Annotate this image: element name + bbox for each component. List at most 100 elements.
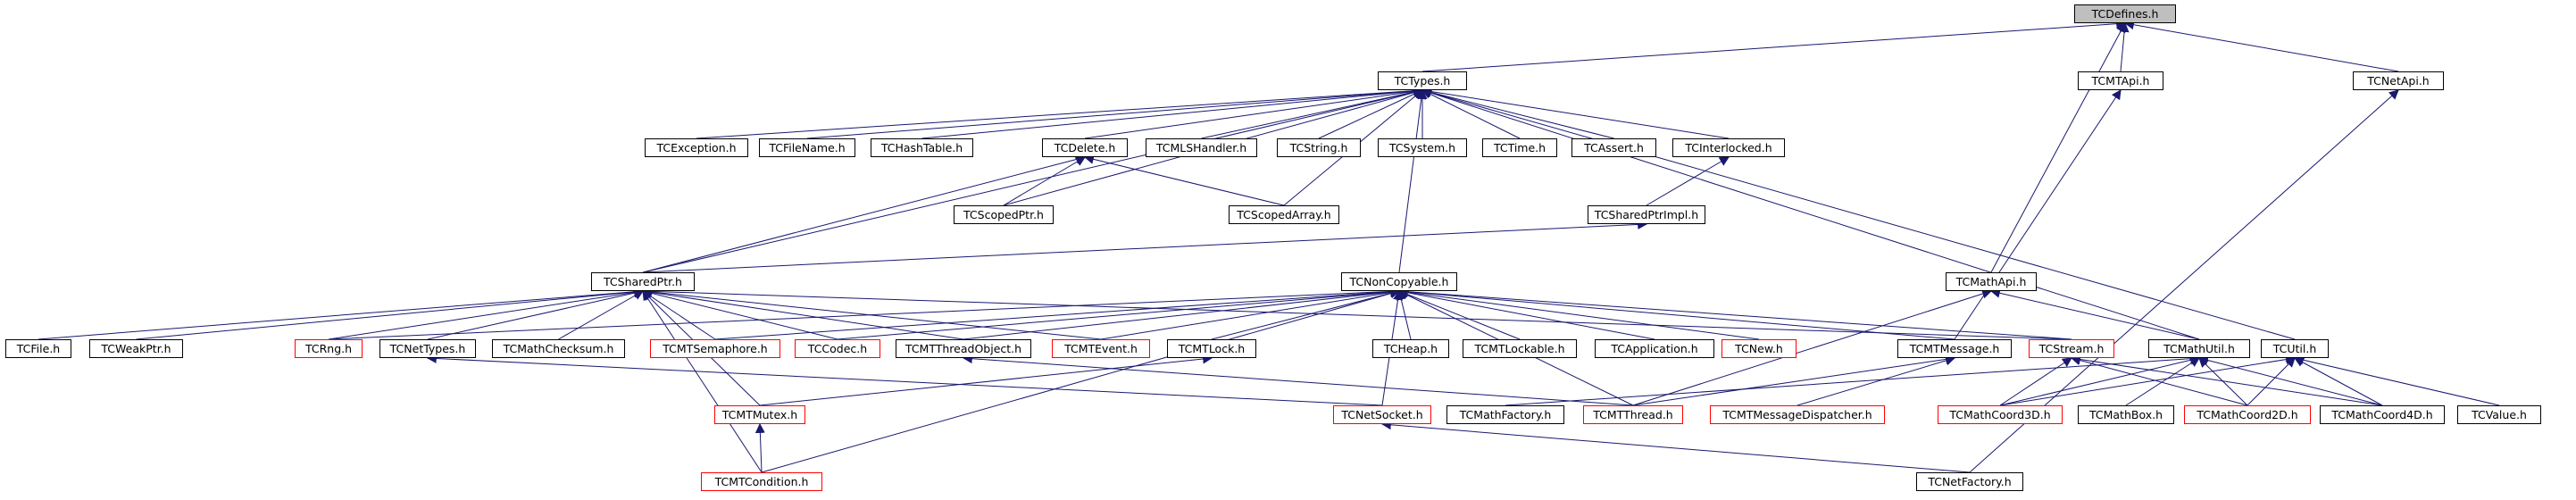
edge-tcmathcoord2d-to-tcutil — [2247, 357, 2296, 406]
edge-tcmtsemaphore-to-tcnoncopyable — [714, 287, 1401, 340]
edge-tcheap-to-tcnoncopyable — [1396, 289, 1412, 340]
edge-tcmathapi-to-tcdefines — [1990, 22, 2126, 273]
node-tctypes[interactable]: TCTypes.h — [1378, 71, 1467, 90]
node-tcfilename[interactable]: TCFileName.h — [759, 138, 855, 157]
node-tcsystem[interactable]: TCSystem.h — [1378, 138, 1467, 157]
edge-tcmathchecksum-to-tcsharedptr — [558, 290, 644, 340]
node-tcfile[interactable]: TCFile.h — [5, 339, 71, 358]
node-tcmtapi[interactable]: TCMTApi.h — [2078, 71, 2163, 90]
node-tcscopedarray[interactable]: TCScopedArray.h — [1229, 205, 1339, 224]
node-tcsharedptr[interactable]: TCSharedPtr.h — [591, 272, 695, 291]
edge-tcmtmessage-to-tcnoncopyable — [1397, 287, 1955, 340]
node-tcheap[interactable]: TCHeap.h — [1372, 339, 1449, 358]
node-tcmathcoord4d[interactable]: TCMathCoord4D.h — [2320, 405, 2445, 424]
node-tcapplication[interactable]: TCApplication.h — [1595, 339, 1714, 358]
edge-tcstring-to-tctypes — [1318, 89, 1423, 139]
node-tcmtcondition[interactable]: TCMTCondition.h — [701, 472, 822, 491]
edge-tcweakptr-to-tcsharedptr — [136, 287, 645, 340]
edge-tcmathutil-to-tcmathapi — [1989, 288, 2200, 340]
node-tcmathcoord2d[interactable]: TCMathCoord2D.h — [2184, 405, 2311, 424]
node-tcinterlocked[interactable]: TCInterlocked.h — [1672, 138, 1785, 157]
edge-tcmathcoord3d-to-tcstream — [1999, 357, 2072, 406]
edge-tcnettypes-to-tcsharedptr — [427, 288, 645, 340]
edge-tccodec-to-tcsharedptr — [641, 288, 838, 340]
node-tcdefines[interactable]: TCDefines.h — [2074, 4, 2176, 23]
node-tcstring[interactable]: TCString.h — [1277, 138, 1361, 157]
node-tcutil[interactable]: TCUtil.h — [2261, 339, 2329, 358]
edge-tcmtthreadobject-to-tcsharedptr — [641, 288, 964, 340]
edge-tcapplication-to-tcnoncopyable — [1397, 288, 1655, 340]
node-tcrng[interactable]: TCRng.h — [295, 339, 363, 358]
edge-tcmathfactory-to-tcmathutil — [1505, 354, 2201, 406]
node-tcmtsemaphore[interactable]: TCMTSemaphore.h — [650, 339, 780, 358]
edge-tcmtsemaphore-to-tcsharedptr — [642, 290, 716, 340]
node-tcscopedptr[interactable]: TCScopedPtr.h — [954, 205, 1054, 224]
edge-tcnew-to-tcnoncopyable — [1397, 287, 1760, 340]
node-tcsharedptrimpl[interactable]: TCSharedPtrImpl.h — [1588, 205, 1705, 224]
node-tcmathfactory[interactable]: TCMathFactory.h — [1446, 405, 1564, 424]
edge-tcstream-to-tcnoncopyable — [1397, 287, 2072, 340]
node-tcmathbox[interactable]: TCMathBox.h — [2078, 405, 2174, 424]
node-tcmtthreadobject[interactable]: TCMTThreadObject.h — [896, 339, 1031, 358]
edge-tcfilename-to-tctypes — [806, 86, 1424, 139]
edge-tcvalue-to-tcutil — [2293, 354, 2500, 406]
node-tcmathcoord3d[interactable]: TCMathCoord3D.h — [1938, 405, 2063, 424]
node-tcmtlockable[interactable]: TCMTLockable.h — [1463, 339, 1577, 358]
edge-tcdelete-to-tctypes — [1084, 86, 1424, 139]
edge-tcscopedarray-to-tcdelete — [1083, 154, 1285, 206]
node-tcmtmessagedispatcher[interactable]: TCMTMessageDispatcher.h — [1710, 405, 1885, 424]
edge-tcmathcoord4d-to-tcmathutil — [2197, 355, 2383, 406]
node-tcmlshandler[interactable]: TCMLSHandler.h — [1146, 138, 1257, 157]
edge-tcmlshandler-to-tctypes — [1201, 87, 1424, 139]
edge-tchashtable-to-tctypes — [921, 86, 1424, 139]
edge-tcmathutil-to-tctypes — [1421, 88, 2200, 340]
edge-tccodec-to-tcnoncopyable — [837, 287, 1401, 340]
node-tcmathapi[interactable]: TCMathApi.h — [1946, 272, 2037, 291]
edge-tcnetsocket-to-tcnettypes — [426, 353, 1383, 406]
edge-tcstream-to-tcsharedptr — [641, 286, 2072, 340]
node-tcnew[interactable]: TCNew.h — [1722, 339, 1797, 358]
edge-tcutil-to-tctypes — [1421, 88, 2296, 340]
edge-tcmtevent-to-tcnoncopyable — [1100, 288, 1401, 340]
edge-tcsharedptrimpl-to-tcinterlocked — [1646, 156, 1730, 206]
node-tcmtmessage[interactable]: TCMTMessage.h — [1897, 339, 2012, 358]
node-tcnetapi[interactable]: TCNetApi.h — [2353, 71, 2444, 90]
edge-tcmathcoord2d-to-tcmathutil — [2198, 357, 2248, 406]
node-tctime[interactable]: TCTime.h — [1482, 138, 1557, 157]
node-tcmtevent[interactable]: TCMTEvent.h — [1052, 339, 1150, 358]
edge-tcrng-to-tcnoncopyable — [328, 286, 1401, 340]
node-tcmathchecksum[interactable]: TCMathChecksum.h — [492, 339, 625, 358]
edge-tcinterlocked-to-tctypes — [1421, 87, 1730, 139]
edge-tcassert-to-tctypes — [1421, 88, 1614, 139]
node-tcdelete[interactable]: TCDelete.h — [1042, 138, 1128, 157]
edge-tcmathcoord4d-to-tcstream — [2070, 354, 2383, 406]
node-tcassert[interactable]: TCAssert.h — [1571, 138, 1656, 157]
edge-tcrng-to-tcsharedptr — [328, 288, 645, 340]
edge-tcmtthread-to-tcmathapi — [1632, 288, 1993, 406]
node-tcnoncopyable[interactable]: TCNonCopyable.h — [1341, 272, 1457, 291]
edge-tcmtmessagedispatcher-to-tcmtmessage — [1797, 355, 1956, 406]
node-tcnetsocket[interactable]: TCNetSocket.h — [1333, 405, 1431, 424]
node-tcweakptr[interactable]: TCWeakPtr.h — [89, 339, 183, 358]
node-tcmathutil[interactable]: TCMathUtil.h — [2148, 339, 2250, 358]
edge-tcexception-to-tctypes — [696, 86, 1424, 139]
node-tcvalue[interactable]: TCValue.h — [2457, 405, 2541, 424]
edge-tcmtmutex-to-tcmtlock — [759, 354, 1213, 406]
node-tcstream[interactable]: TCStream.h — [2029, 339, 2114, 358]
node-tcmtlock[interactable]: TCMTLock.h — [1167, 339, 1256, 358]
edge-tctypes-to-tcdefines — [1421, 19, 2127, 72]
edge-tcmtcondition-to-tcmtmutex — [754, 422, 765, 473]
node-tcnettypes[interactable]: TCNetTypes.h — [379, 339, 476, 358]
edge-tcnoncopyable-to-tctypes — [1398, 88, 1427, 273]
edge-tcmtthread-to-tcmtmessage — [1632, 354, 1956, 406]
edge-tcmtcondition-to-tcsharedptr — [642, 290, 763, 473]
node-tccodec[interactable]: TCCodec.h — [795, 339, 880, 358]
node-tcmtthread[interactable]: TCMTThread.h — [1583, 405, 1683, 424]
node-tcnetfactory[interactable]: TCNetFactory.h — [1916, 472, 2023, 491]
edge-tcmtthreadobject-to-tcnoncopyable — [963, 287, 1401, 340]
node-tcmtmutex[interactable]: TCMTMutex.h — [714, 405, 805, 424]
node-tchashtable[interactable]: TCHashTable.h — [871, 138, 973, 157]
edge-tcmathcoord3d-to-tcutil — [1999, 354, 2297, 406]
node-tcexception[interactable]: TCException.h — [645, 138, 748, 157]
